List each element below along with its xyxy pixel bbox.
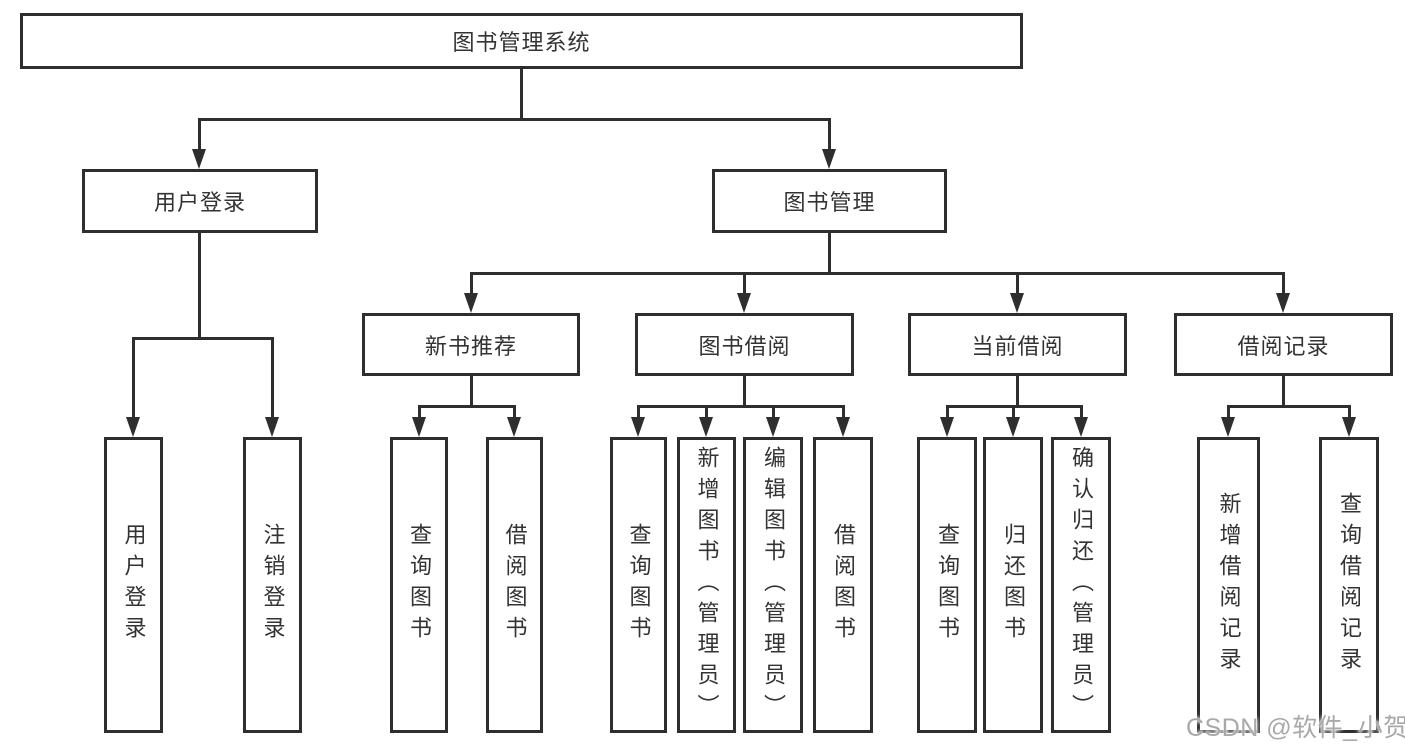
node-label: 图书借阅 [698,333,791,359]
node-book-borrowing: 图书借阅 [635,313,854,376]
connector-line [470,272,473,295]
connector-line [520,66,523,121]
leaf-query-books-current: 查询图书 [917,437,977,733]
connector-line [470,272,1284,275]
arrowhead-down-icon [126,417,140,437]
node-label: 确认归还（管理员） [1069,445,1094,725]
node-label: 归还图书 [1001,523,1026,647]
connector-line [513,405,516,419]
arrowhead-down-icon [1221,417,1235,437]
arrowhead-down-icon [1074,417,1088,437]
node-book-management: 图书管理 [712,169,947,233]
node-label: 借阅图书 [831,523,856,647]
connector-line [198,233,201,340]
arrowhead-down-icon [464,293,478,313]
leaf-confirm-return-admin: 确认归还（管理员） [1051,437,1111,733]
connector-line [1282,376,1285,408]
leaf-edit-book-admin: 编辑图书（管理员） [743,437,803,733]
leaf-user-login: 用户登录 [104,437,163,733]
node-label: 图书管理系统 [452,30,591,55]
node-label: 新书推荐 [424,333,517,359]
node-label: 查询图书 [407,523,432,647]
node-borrowing-records: 借阅记录 [1174,313,1393,376]
connector-line [1227,405,1350,408]
connector-line [418,405,516,408]
arrowhead-down-icon [1010,293,1024,313]
node-label: 用户登录 [153,190,246,215]
node-label: 图书管理 [783,190,876,215]
node-new-book-recommendation: 新书推荐 [362,313,580,376]
connector-line [418,405,421,419]
connector-line [743,272,746,295]
connector-line [946,405,949,419]
node-library-management-system: 图书管理系统 [20,13,1023,69]
connector-line [271,337,274,419]
leaf-borrow-books: 借阅图书 [813,437,873,733]
csdn-watermark: CSDN @软件_小贺同学 [1186,708,1405,744]
node-label: 查询图书 [935,523,960,647]
connector-line [743,376,746,408]
connector-line [637,405,844,408]
arrowhead-down-icon [737,293,751,313]
connector-line [842,405,845,419]
connector-line [132,337,135,419]
leaf-add-book-admin: 新增图书（管理员） [677,437,736,733]
node-label: 查询借阅记录 [1337,492,1362,678]
connector-line [198,118,831,121]
node-label: 借阅图书 [502,523,528,647]
connector-line [705,405,708,419]
watermark-gray-text: CSDN @软件_小贺同 [1186,714,1405,742]
connector-line [1016,272,1019,295]
connector-line [772,405,775,419]
arrowhead-down-icon [836,417,850,437]
node-label: 新增借阅记录 [1216,492,1242,678]
arrowhead-down-icon [1006,417,1020,437]
connector-line [1227,405,1230,419]
connector-line [470,376,473,408]
leaf-query-borrow-record: 查询借阅记录 [1319,437,1379,733]
connector-line [1080,405,1083,419]
connector-line [1348,405,1351,419]
connector-line [198,118,201,152]
leaf-query-books-borrowing: 查询图书 [610,437,667,733]
leaf-logout: 注销登录 [243,437,302,733]
arrowhead-down-icon [766,417,780,437]
arrowhead-down-icon [822,149,836,169]
arrowhead-down-icon [699,417,713,437]
leaf-query-books-recommend: 查询图书 [390,437,448,733]
arrowhead-down-icon [192,149,206,169]
arrowhead-down-icon [1342,417,1356,437]
connector-line [132,337,274,340]
connector-line [1282,272,1285,295]
arrowhead-down-icon [940,417,954,437]
node-label: 新增图书（管理员） [694,445,720,725]
arrowhead-down-icon [631,417,645,437]
leaf-borrow-books-recommend: 借阅图书 [486,437,543,733]
connector-line [1016,376,1019,408]
connector-line [1012,405,1015,419]
arrowhead-down-icon [265,417,279,437]
arrowhead-down-icon [412,417,426,437]
node-label: 当前借阅 [971,333,1064,359]
connector-line [637,405,640,419]
arrowhead-down-icon [1276,293,1290,313]
node-label: 注销登录 [260,523,286,647]
connector-line [828,118,831,152]
connector-line [828,233,831,275]
node-label: 查询图书 [626,523,652,647]
node-label: 用户登录 [121,523,147,647]
node-user-login: 用户登录 [82,169,318,233]
arrowhead-down-icon [507,417,521,437]
node-label: 借阅记录 [1237,333,1330,359]
leaf-return-book: 归还图书 [983,437,1043,733]
node-current-borrowing: 当前借阅 [908,313,1127,376]
node-label: 编辑图书（管理员） [761,445,786,725]
leaf-add-borrow-record: 新增借阅记录 [1197,437,1260,733]
